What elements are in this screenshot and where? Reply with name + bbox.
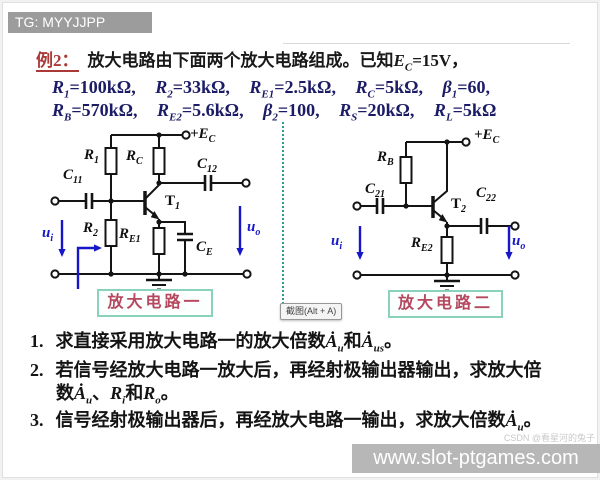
title-symbol: E <box>393 51 405 70</box>
question-1: 1.求直接采用放大电路一的放大倍数Ȧu和Ȧus。 <box>30 331 403 355</box>
uo-label-1: uo <box>247 219 261 238</box>
re2-label: RE2 <box>411 235 433 254</box>
bottom-rail <box>50 198 252 279</box>
param-beta1: β1=60, <box>442 77 491 101</box>
watermark-banner: www.slot-ptgames.com <box>352 444 600 473</box>
param-rb: RB=570kΩ, <box>52 100 138 124</box>
param-beta2: β2=100, <box>263 100 320 124</box>
resistor-re2 <box>440 226 454 275</box>
circuit-two-name-box: 放大电路二 <box>388 290 503 318</box>
c11-label: C11 <box>63 167 83 186</box>
resistor-r1 <box>104 135 118 201</box>
question-2-line-2: 数Ȧu、Ri和Ro。 <box>56 383 179 407</box>
resistor-rb <box>399 142 413 209</box>
rb-label: RB <box>377 149 394 168</box>
title-text: 放大电路由下面两个放大电路组成。已知 <box>87 51 394 70</box>
capacitor-c12 <box>156 175 251 191</box>
param-re1: RE1=2.5kΩ, <box>249 77 336 101</box>
resistor-rc <box>152 135 166 183</box>
input-voltage-arrow <box>356 226 364 260</box>
output-voltage-arrow <box>505 226 513 260</box>
input-voltage-arrow <box>58 220 66 257</box>
c21-label: C21 <box>365 181 386 200</box>
title-value: =15V， <box>412 51 469 70</box>
ground-symbol <box>146 274 172 291</box>
tg-badge: TG: MYYJJPP <box>8 12 152 33</box>
csdn-watermark: CSDN @看星河的兔子 <box>503 433 595 443</box>
r1-label: R1 <box>84 147 100 166</box>
re1-label: RE1 <box>119 226 141 245</box>
capacitor-c11 <box>50 193 145 209</box>
supply-rail <box>111 130 191 140</box>
param-re2: RE2=5.6kΩ, <box>157 100 244 124</box>
screenshot-tooltip: 截图(Alt + A) <box>280 303 343 320</box>
supply-rail <box>406 137 471 147</box>
signal-path-annotation-arrow <box>76 244 102 289</box>
ec-label-1: +EC <box>190 126 216 145</box>
param-r2: R2=33kΩ, <box>155 77 230 101</box>
question-2-line-1: 2.若信号经放大电路一放大后，再经射极输出器输出，求放大倍 <box>30 360 542 380</box>
question-3: 3.信号经射极输出器后，再经放大电路一输出，求放大倍数Ȧu。 <box>30 410 542 434</box>
transistor-t1 <box>143 183 160 222</box>
c22-label: C22 <box>476 185 497 204</box>
transistor-t2 <box>431 142 448 226</box>
circuit-one-diagram <box>50 130 252 291</box>
ui-label-2: ui <box>331 233 343 252</box>
param-rc: RC=5kΩ, <box>355 77 423 101</box>
c12-label: C12 <box>197 156 218 175</box>
bottom-rail <box>352 270 520 280</box>
capacitor-ce <box>159 221 193 277</box>
title-symbol-sub: C <box>404 61 413 74</box>
uo-label-2: uo <box>512 233 526 252</box>
ec-label-2: +EC <box>474 127 500 146</box>
ce-label: CE <box>196 239 213 258</box>
param-r1: R1=100kΩ, <box>52 77 136 101</box>
param-line-1: R1=100kΩ, R2=33kΩ, RE1=2.5kΩ, RC=5kΩ, β1… <box>52 77 505 101</box>
t2-label: T2 <box>451 196 467 215</box>
capacitor-c22 <box>444 218 520 234</box>
ui-label-1: ui <box>42 225 54 244</box>
window-edge-line <box>283 43 570 44</box>
output-voltage-arrow <box>236 206 244 256</box>
t1-label: T1 <box>165 193 181 212</box>
circuit-two-diagram <box>352 137 520 292</box>
resistor-r2 <box>104 201 118 274</box>
param-line-2: RB=570kΩ, RE2=5.6kΩ, β2=100, RS=20kΩ, RL… <box>52 100 511 124</box>
resistor-re1 <box>152 219 166 274</box>
screenshot-selection-divider <box>282 122 284 304</box>
ground-symbol <box>434 275 460 292</box>
example-label: 例2： <box>36 51 79 72</box>
param-rs: RS=20kΩ, <box>339 100 415 124</box>
param-rl: RL=5kΩ <box>433 100 497 124</box>
problem-title: 例2： 放大电路由下面两个放大电路组成。已知EC=15V， <box>36 46 468 73</box>
r2-label: R2 <box>83 220 99 239</box>
rc-label: RC <box>126 148 143 167</box>
capacitor-c21 <box>352 198 433 214</box>
circuit-one-name-box: 放大电路一 <box>97 289 213 317</box>
